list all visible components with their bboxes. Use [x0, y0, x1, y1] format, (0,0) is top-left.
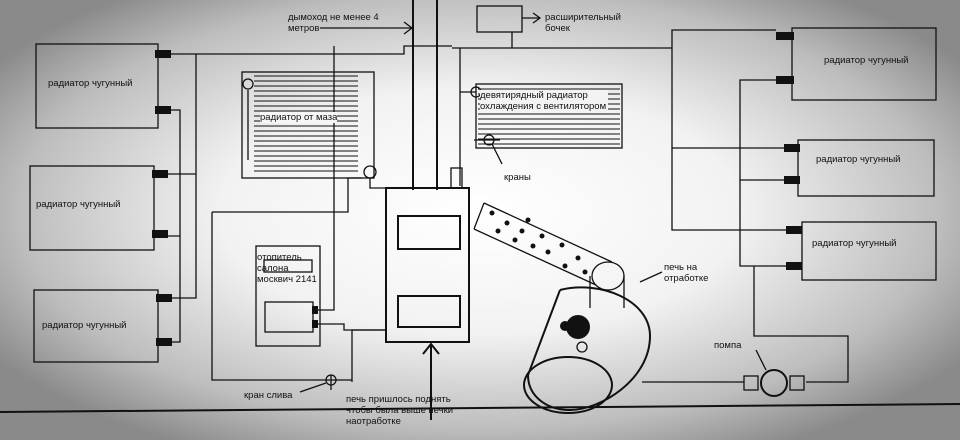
right-radiator-3: [786, 221, 937, 281]
right-pipework: [642, 29, 849, 383]
left-radiator-1-label: радиатор чугунный: [48, 78, 133, 89]
left-radiator-2: [29, 165, 168, 251]
chimney-label: дымоход не менее 4 метров: [288, 12, 379, 34]
floor-line: [0, 403, 960, 413]
valves-label: краны: [504, 172, 531, 183]
expansion-tank: [452, 5, 672, 49]
chimney-arrow: [320, 21, 414, 35]
left-radiator-2-label: радиатор чугунный: [36, 199, 121, 210]
raise-note-label: печь пришлось поднять чтобы была выше пе…: [346, 394, 454, 427]
right-radiator-2-label: радиатор чугунный: [816, 154, 901, 165]
drain-valve-drawing: [299, 374, 337, 393]
left-radiator-1: [35, 43, 171, 129]
wood-boiler: [351, 167, 470, 382]
drain-valve-label: кран слива: [244, 390, 293, 401]
right-radiator-3-label: радиатор чугунный: [812, 238, 897, 249]
left-pipework: [168, 45, 452, 381]
pump-drawing: [743, 349, 805, 397]
chimney-pipe: [412, 0, 438, 190]
pump-label: помпа: [714, 340, 742, 351]
furnace-label-arrow: [639, 271, 663, 283]
left-radiator-3: [33, 289, 172, 363]
waste-oil-furnace-label: печь на отработке: [664, 262, 709, 284]
right-radiator-1: [776, 27, 937, 101]
nine-row-radiator: [459, 48, 623, 186]
maz-radiator-label: радиатор от маза: [260, 112, 338, 123]
waste-oil-furnace-drawing: [473, 202, 652, 414]
right-radiator-2: [784, 139, 935, 197]
heater-moskvich: [255, 46, 386, 347]
right-radiator-1-label: радиатор чугунный: [824, 55, 909, 66]
maz-radiator: [241, 71, 386, 189]
left-radiator-3-label: радиатор чугунный: [42, 320, 127, 331]
nine-row-radiator-label: девятирядный радиатор охлаждения с венти…: [480, 90, 608, 112]
expansion-tank-label: расширительный бочек: [545, 12, 621, 34]
heater-label: отопитель салона москвич 2141: [257, 252, 317, 285]
